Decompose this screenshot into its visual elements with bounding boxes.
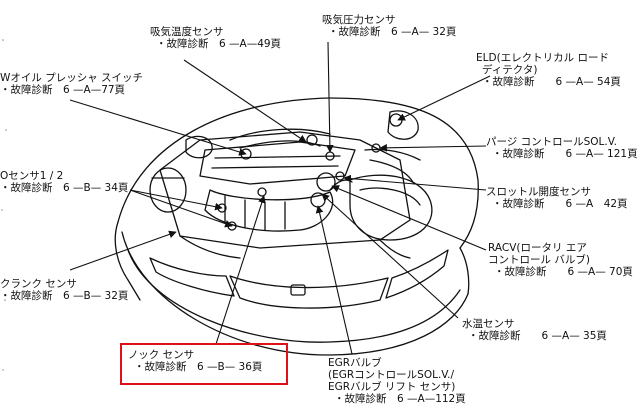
oil-pressure-ref: 故障診断 6 —A—77頁 <box>0 84 143 96</box>
egr-ref: 故障診断 6 —A—112頁 <box>328 393 466 405</box>
grille <box>229 275 389 309</box>
egr-name: EGRバルブ <box>328 357 382 369</box>
leader-coolant <box>321 193 459 319</box>
leader-intake-temp <box>183 59 307 143</box>
battery <box>149 167 187 213</box>
leader-oil-pressure <box>69 99 247 156</box>
label-knock-sensor: ノック センサ 故障診断 6 —B— 36頁 <box>128 349 262 373</box>
front-bumper <box>127 249 461 343</box>
racv-name: RACV(ロータリ エア <box>488 242 587 254</box>
leader-map-sensor <box>326 41 334 153</box>
leader-eld <box>397 75 491 121</box>
label-purge-control-sol: パージ コントロールSOL.V. 故障診断 6 —A— 121頁 <box>486 136 638 160</box>
coolant-ref: 故障診断 6 —A— 35頁 <box>462 330 607 342</box>
strut-tower-right <box>387 110 419 140</box>
intake-temp-name: 吸気温度センサ <box>150 26 224 38</box>
leader-crank <box>69 230 177 271</box>
harness-1 <box>229 128 331 149</box>
left-fender <box>114 221 141 301</box>
radiator-hoses <box>179 235 411 259</box>
label-intake-temp-sensor: 吸気温度センサ 故障診断 6 —A—49頁 <box>150 26 281 50</box>
egr-name-3: EGRバルブ リフト センサ) <box>328 381 456 393</box>
knock-sensor-highlight-box <box>120 343 288 385</box>
intake-duct <box>329 179 353 191</box>
racv-name-2: コントロール バルブ) <box>488 254 590 266</box>
harness-2 <box>364 148 421 185</box>
engine-block <box>159 131 411 249</box>
leader-throttle <box>343 174 487 191</box>
throttle-name: スロットル開度センサ <box>486 186 591 198</box>
label-map-sensor: 吸気圧力センサ 故障診断 6 —A— 32頁 <box>322 14 456 38</box>
eld-ref: 故障診断 6 —A— 54頁 <box>476 76 621 88</box>
leader-o2-sensor <box>129 189 223 211</box>
leader-knock <box>215 195 266 345</box>
throttle-ref: 故障診断 6 —A 42頁 <box>486 198 628 210</box>
purge-name: パージ コントロールSOL.V. <box>486 136 617 148</box>
valve-cover <box>199 141 356 185</box>
leader-egr <box>315 205 353 355</box>
knock-ref: 故障診断 6 —B— 36頁 <box>128 361 263 373</box>
strut-tower-left <box>185 135 213 159</box>
hood-outline <box>117 97 479 249</box>
emblem <box>290 284 306 296</box>
racv-ref: 故障診断 6 —A— 70頁 <box>488 266 633 278</box>
egr-name-2: (EGRコントロールSOL.V./ <box>328 369 454 381</box>
label-oil-pressure-switch: Wオイル プレッシャ スイッチ 故障診断 6 —A—77頁 <box>0 72 143 96</box>
leader-o2-sensor-2 <box>129 189 233 228</box>
o2-sensor-name: Oセンサ1 / 2 <box>0 170 64 182</box>
oil-pressure-name: Wオイル プレッシャ スイッチ <box>0 72 144 84</box>
crank-ref: 故障診断 6 —B— 32頁 <box>0 290 129 302</box>
crank-name: クランク センサ <box>0 278 77 290</box>
map-sensor-name: 吸気圧力センサ <box>322 14 396 26</box>
headlight-right <box>385 249 449 299</box>
label-racv: RACV(ロータリ エア コントロール バルブ) 故障診断 6 —A— 70頁 <box>488 242 633 278</box>
purge-ref: 故障診断 6 —A— 121頁 <box>486 148 638 160</box>
intake-manifold <box>204 189 334 232</box>
throttle-body <box>316 172 336 192</box>
coolant-name: 水温センサ <box>462 318 515 330</box>
knock-name: ノック センサ <box>128 349 195 361</box>
label-crank-sensor: クランク センサ 故障診断 6 —B— 32頁 <box>0 278 128 302</box>
map-sensor-ref: 故障診断 6 —A— 32頁 <box>322 26 457 38</box>
o2-sensor-ref: 故障診断 6 —B— 34頁 <box>0 182 129 194</box>
leader-purge <box>379 144 487 152</box>
label-throttle-position-sensor: スロットル開度センサ 故障診断 6 —A 42頁 <box>486 186 628 210</box>
label-coolant-temp-sensor: 水温センサ 故障診断 6 —A— 35頁 <box>462 318 607 342</box>
label-eld: ELD(エレクトリカル ロード ディテクタ) 故障診断 6 —A— 54頁 <box>476 52 621 88</box>
headlight-left <box>149 257 235 297</box>
intake-temp-ref: 故障診断 6 —A—49頁 <box>150 38 282 50</box>
label-o2-sensor: Oセンサ1 / 2 故障診断 6 —B— 34頁 <box>0 170 128 194</box>
eld-name-2: ディテクタ) <box>482 64 538 76</box>
label-egr-valve: EGRバルブ (EGRコントロールSOL.V./ EGRバルブ リフト センサ)… <box>328 357 466 405</box>
leader-racv <box>331 185 487 251</box>
eld-name: ELD(エレクトリカル ロード <box>476 52 610 64</box>
